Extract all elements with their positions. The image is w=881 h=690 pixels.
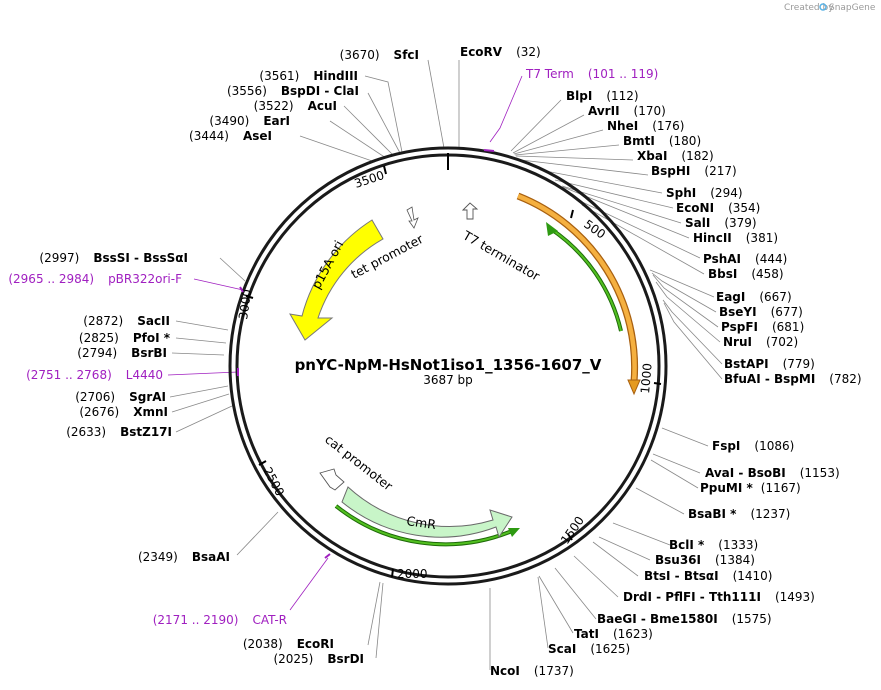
tick-1000 <box>653 382 662 385</box>
tick-label-2000: 2000 <box>397 567 428 581</box>
site-label: (2025)BsrDI <box>273 652 364 666</box>
site-label: BclI *(1333) <box>669 538 758 552</box>
p15a-ori-arrow <box>289 219 384 341</box>
tick-3500 <box>383 165 387 175</box>
site-label: EagI(667) <box>716 290 792 304</box>
cmr-arc-arrowhead <box>508 528 520 537</box>
site-label: EcoRV(32) <box>460 45 541 59</box>
site-label: (3444)AseI <box>189 129 272 143</box>
site-label: (2349)BsaAI <box>138 550 230 564</box>
site-label: (2038)EcoRI <box>243 637 334 651</box>
site-label: NcoI(1737) <box>490 664 574 678</box>
site-label: (2794)BsrBI <box>77 346 167 360</box>
site-label: (3561)HindIII <box>259 69 358 83</box>
tick-label-1000: 1000 <box>638 363 655 395</box>
pbr322ori-f-marker <box>239 286 244 293</box>
site-label: (2872)SacII <box>83 314 170 328</box>
insert-arrowhead <box>627 379 641 396</box>
tick-2000 <box>391 568 394 578</box>
site-label: BtsI - BtsαI(1410) <box>644 569 772 583</box>
right-site-labels: EcoRV(32) T7 Term(101 .. 119) BlpI(112) … <box>460 45 862 678</box>
site-label: (3670)SfcI <box>340 48 419 62</box>
cmr-label: CmR <box>406 513 438 532</box>
tick-500 <box>570 209 574 219</box>
site-label: BmtI(180) <box>623 134 701 148</box>
left-site-labels: (3670)SfcI (3561)HindIII (3556)BspDI - C… <box>8 48 419 666</box>
site-label: SalI(379) <box>685 216 757 230</box>
site-label: (3522)AcuI <box>254 99 337 113</box>
cmr-arc <box>335 505 513 546</box>
site-label: AvaI - BsoBI(1153) <box>705 466 840 480</box>
site-label: NruI(702) <box>723 335 798 349</box>
tick-2500 <box>258 460 267 466</box>
backbone-outer-ring <box>228 146 668 586</box>
site-label: (2633)BstZ17I <box>66 425 172 439</box>
snapgene-logo-icon <box>819 3 827 11</box>
plasmid-name: pnYC-NpM-HsNot1iso1_1356-1607_V <box>295 356 602 374</box>
primer-label: (2751 .. 2768)L4440 <box>26 368 163 382</box>
t7-terminator-label: T7 terminator <box>460 227 544 284</box>
primer-label: (2171 .. 2190)CAT-R <box>153 613 287 627</box>
site-label: PspFI(681) <box>721 320 804 334</box>
insert-arc <box>517 193 637 383</box>
site-label: (2676)XmnI <box>79 405 168 419</box>
site-label: SphI(294) <box>666 186 743 200</box>
tet-promoter-icon <box>406 206 419 229</box>
site-label: BlpI(112) <box>566 89 639 103</box>
primer-label: T7 Term(101 .. 119) <box>525 67 658 81</box>
t7-terminator-icon <box>461 202 479 220</box>
site-label: Bsu36I(1384) <box>655 553 755 567</box>
site-label: BstAPI(779) <box>724 357 815 371</box>
site-label: HincII(381) <box>693 231 778 245</box>
tick-label-3500: 3500 <box>353 168 386 191</box>
site-label: TatI(1623) <box>574 627 653 641</box>
site-label: NheI(176) <box>607 119 684 133</box>
cmr-arrow <box>341 486 513 539</box>
site-label: BaeGI - Bme1580I(1575) <box>597 612 772 626</box>
site-label: PshAI(444) <box>703 252 787 266</box>
cat-r-marker <box>324 553 331 559</box>
tick-1500 <box>567 533 573 541</box>
plasmid-length: 3687 bp <box>423 373 473 387</box>
credit-brand: SnapGene <box>829 3 876 13</box>
site-label: (3556)BspDI - ClaI <box>227 84 359 98</box>
tick-marks <box>245 153 662 578</box>
site-label: AvrII(170) <box>588 104 666 118</box>
site-label: (2825)PfoI * <box>79 331 171 345</box>
site-label: BseYI(677) <box>719 305 803 319</box>
site-label: (2706)SgrAI <box>75 390 166 404</box>
site-label: (2997)BssSI - BssSαI <box>39 251 188 265</box>
site-label: ScaI(1625) <box>548 642 630 656</box>
site-label: PpuMI *(1167) <box>700 481 801 495</box>
site-label: (3490)EarI <box>209 114 290 128</box>
reverse-arc <box>550 228 622 332</box>
site-label: EcoNI(354) <box>676 201 760 215</box>
reverse-arc-arrowhead <box>546 222 558 236</box>
primer-label: (2965 .. 2984)pBR322ori-F <box>8 272 182 286</box>
tick-label-3000: 3000 <box>236 288 254 320</box>
site-label: BfuAI - BspMI(782) <box>724 372 862 386</box>
site-label: XbaI(182) <box>637 149 714 163</box>
tick-3000 <box>245 295 254 299</box>
site-label: BsaBI *(1237) <box>688 507 790 521</box>
site-label: FspI(1086) <box>712 439 794 453</box>
site-label: DrdI - PflFI - Tth111I(1493) <box>623 590 815 604</box>
cat-promoter-arrow <box>319 468 345 491</box>
site-label: BbsI(458) <box>708 267 784 281</box>
t7-term-marker <box>483 149 495 152</box>
site-label: BspHI(217) <box>651 164 737 178</box>
credit-prefix: Created by <box>784 3 834 13</box>
